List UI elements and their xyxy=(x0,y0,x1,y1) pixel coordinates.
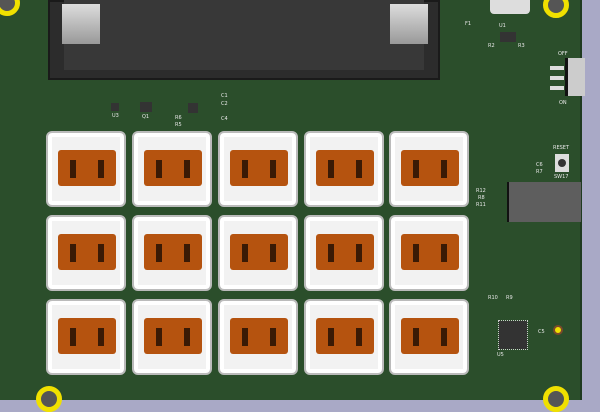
key-stem xyxy=(316,318,374,354)
silk-u3: U3 xyxy=(112,113,119,119)
key-stem xyxy=(58,150,116,186)
silk-r9: R9 xyxy=(506,295,513,301)
key-stem xyxy=(230,234,288,270)
key-switch[interactable] xyxy=(46,131,126,207)
silk-u1: U1 xyxy=(499,23,506,29)
silk-r10: R10 xyxy=(488,295,498,301)
key-stem xyxy=(316,234,374,270)
key-stem xyxy=(401,234,459,270)
key-stem xyxy=(401,318,459,354)
key-switch[interactable] xyxy=(132,299,212,375)
mounting-hole xyxy=(543,386,569,412)
ic-u3 xyxy=(111,103,119,111)
key-switch[interactable] xyxy=(132,215,212,291)
battery-clip-left xyxy=(62,4,100,44)
mounting-hole xyxy=(0,0,20,16)
battery-clip-right xyxy=(390,4,428,44)
usb-c-connector xyxy=(490,0,530,14)
battery-holder-cavity xyxy=(64,0,424,70)
ic-u1 xyxy=(500,32,516,42)
silk-r12: R12 xyxy=(476,188,486,194)
key-stem xyxy=(401,150,459,186)
silk-r3: R3 xyxy=(518,43,525,49)
switch-pin xyxy=(550,86,564,90)
key-switch[interactable] xyxy=(389,215,469,291)
key-switch[interactable] xyxy=(218,131,298,207)
key-switch[interactable] xyxy=(304,215,384,291)
key-stem xyxy=(144,318,202,354)
key-switch[interactable] xyxy=(218,215,298,291)
switch-pin xyxy=(550,66,564,70)
key-stem xyxy=(144,150,202,186)
key-switch[interactable] xyxy=(389,299,469,375)
reset-button-cap xyxy=(558,159,566,167)
key-switch[interactable] xyxy=(304,299,384,375)
silk-r2: R2 xyxy=(488,43,495,49)
silk-q1: Q1 xyxy=(142,114,150,120)
silk-r6: R6 xyxy=(175,115,182,121)
key-switch[interactable] xyxy=(46,299,126,375)
pcb-3d-render: F1 U1 R2 R3 OFF ON RESET SW17 C6 R7 R12 … xyxy=(0,0,585,412)
ic-u2 xyxy=(188,103,198,113)
key-switch[interactable] xyxy=(389,131,469,207)
key-switch[interactable] xyxy=(218,299,298,375)
silk-r5: R5 xyxy=(175,122,182,128)
silk-c5: C5 xyxy=(538,329,545,335)
key-stem xyxy=(144,234,202,270)
silk-r7: R7 xyxy=(536,169,543,175)
silk-c4: C4 xyxy=(221,116,228,122)
key-switch[interactable] xyxy=(46,215,126,291)
mounting-hole xyxy=(36,386,62,412)
key-stem xyxy=(58,234,116,270)
power-switch[interactable] xyxy=(565,58,585,96)
ic-q1 xyxy=(140,102,152,112)
silk-sw17: SW17 xyxy=(554,174,569,180)
silk-f1: F1 xyxy=(465,21,472,27)
key-stem xyxy=(316,150,374,186)
silk-c2: C2 xyxy=(221,101,228,107)
microcontroller-u5 xyxy=(498,320,528,350)
silk-reset: RESET xyxy=(553,145,570,151)
module-connector xyxy=(507,182,581,222)
silk-r11: R11 xyxy=(476,202,486,208)
key-stem xyxy=(230,150,288,186)
silk-on: ON xyxy=(559,100,567,106)
silk-off: OFF xyxy=(558,51,568,57)
reset-button[interactable] xyxy=(555,154,569,172)
switch-pin xyxy=(550,76,564,80)
silk-c1: C1 xyxy=(221,93,228,99)
key-stem xyxy=(58,318,116,354)
led xyxy=(553,325,563,335)
key-switch[interactable] xyxy=(132,131,212,207)
key-stem xyxy=(230,318,288,354)
silk-u5: U5 xyxy=(497,352,504,358)
key-switch[interactable] xyxy=(304,131,384,207)
silk-r8: R8 xyxy=(478,195,485,201)
mounting-hole xyxy=(543,0,569,18)
silk-c6: C6 xyxy=(536,162,543,168)
